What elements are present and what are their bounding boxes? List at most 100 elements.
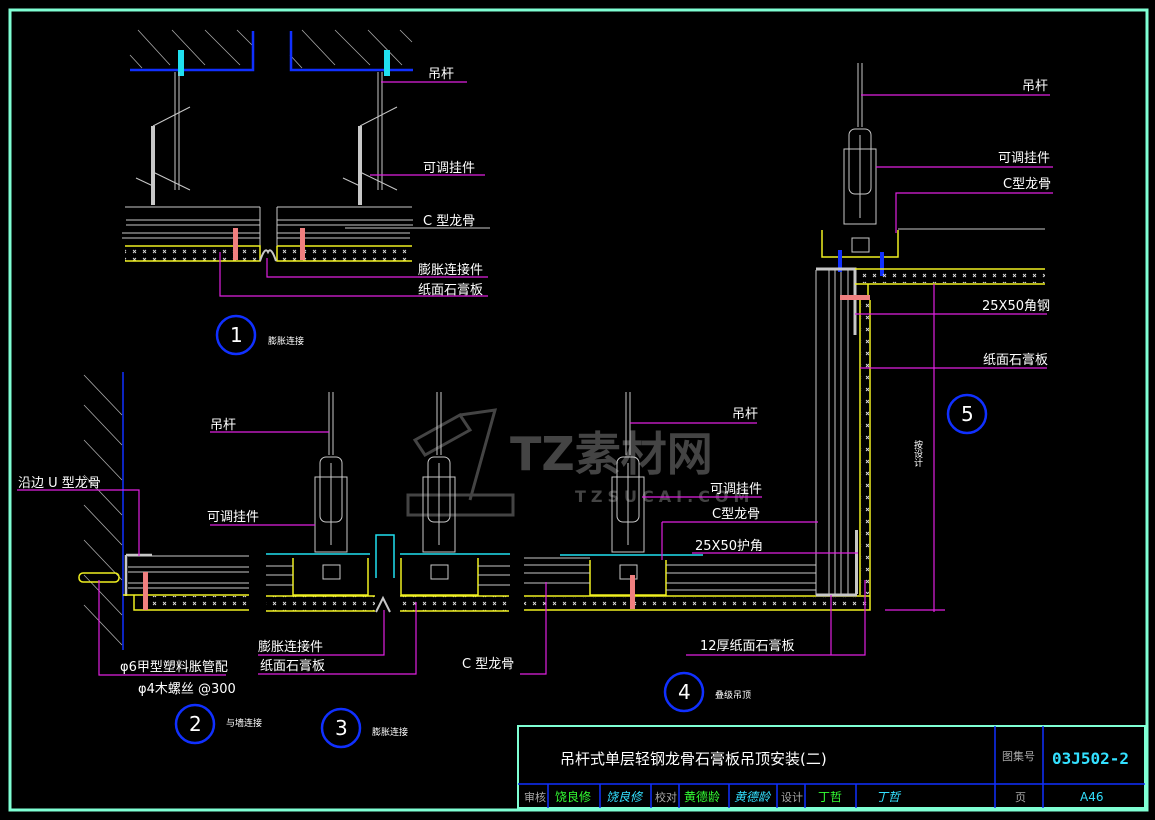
c-keel-lines — [128, 555, 249, 589]
label-adjustable-hanger: 可调挂件 — [423, 161, 475, 176]
page-label: 页 — [1015, 791, 1026, 804]
label-screw: φ4木螺丝 @300 — [138, 682, 236, 697]
gypsum-board-hatch — [400, 596, 509, 611]
label-c-keel-detail3: C 型龙骨 — [462, 657, 514, 672]
detail-3: 吊杆 可调挂件 膨胀连接件 纸面石膏板 3 膨胀连接 — [207, 392, 510, 749]
hanger-rod — [174, 72, 180, 190]
detail-marker-circle — [946, 393, 988, 435]
atlas-label: 图集号 — [1002, 749, 1035, 763]
label-hanger-rod: 吊杆 — [428, 67, 454, 82]
hanger-rod — [328, 392, 334, 455]
detail-caption: 与墙连接 — [226, 717, 262, 729]
screw-icon — [143, 572, 148, 610]
label-hanger-rod: 吊杆 — [732, 407, 758, 422]
designer-name: 丁哲 — [818, 790, 842, 804]
label-expansion-connector: 膨胀连接件 — [418, 262, 483, 278]
detail-marker-circle — [320, 707, 362, 749]
screw-icon — [630, 575, 635, 609]
detail-marker-number: 5 — [961, 402, 974, 426]
reviewer-name: 饶良修 — [555, 789, 591, 804]
detail-5: 吊杆 可调挂件 C型龙骨 25X50角钢 纸面石膏板 按设计 5 — [816, 63, 1053, 612]
gypsum-board-hatch-vertical — [861, 300, 869, 594]
c-keel — [589, 560, 667, 596]
u-keel — [124, 553, 152, 596]
c-keel — [292, 558, 369, 596]
adjustable-hanger-clip — [342, 106, 398, 191]
label-corner-guard: 25X50护角 — [695, 539, 763, 554]
adjustable-hanger — [314, 456, 456, 553]
connector-tie — [266, 534, 510, 578]
reviewer-signature: 饶良修 — [606, 790, 644, 804]
watermark-text: TZ素材网 — [510, 427, 713, 481]
adjustable-hanger — [611, 456, 645, 553]
label-hanger-rod: 吊杆 — [210, 418, 236, 433]
label-angle-steel: 25X50角钢 — [982, 299, 1050, 314]
gypsum-board-hatch — [524, 597, 870, 610]
label-anchor: φ6甲型塑料胀管配 — [120, 660, 228, 675]
review-label: 审核 — [524, 790, 546, 804]
watermark-logo-icon — [406, 408, 515, 517]
detail-marker-circle — [663, 671, 705, 713]
screw-icon — [880, 252, 884, 276]
designer-signature: 丁哲 — [876, 790, 902, 804]
detail-4: 吊杆 可调挂件 C型龙骨 25X50护角 12厚纸面石膏板 C 型龙骨 4 叠级… — [462, 270, 871, 713]
c-keel — [122, 206, 413, 258]
detail-1: 吊杆 可调挂件 C 型龙骨 膨胀连接件 纸面石膏板 1 膨胀连接 — [122, 29, 490, 356]
drawing-frame — [8, 8, 1149, 812]
label-adjustable-hanger: 可调挂件 — [998, 151, 1050, 166]
page-number: A46 — [1080, 790, 1103, 804]
keel-lines — [266, 564, 510, 586]
gypsum-board-hatch — [150, 596, 249, 610]
label-hanger-rod: 吊杆 — [1022, 79, 1048, 94]
detail-caption: 膨胀连接 — [268, 335, 304, 347]
detail-2: 沿边 U 型龙骨 φ6甲型塑料胀管配 φ4木螺丝 @300 2 与墙连接 — [17, 372, 262, 745]
check-label: 校对 — [655, 790, 677, 804]
gypsum-board — [125, 245, 412, 262]
detail-marker-number: 2 — [189, 712, 202, 736]
c-keel — [821, 230, 899, 258]
label-c-keel: C型龙骨 — [1003, 177, 1051, 192]
keel-lines — [524, 557, 816, 591]
design-label: 设计 — [781, 791, 803, 804]
anchor-bolt-icon — [178, 50, 184, 76]
label-gypsum-board: 纸面石膏板 — [983, 352, 1048, 368]
title-block: 吊杆式单层轻钢龙骨石膏板吊顶安装(二) 图集号 03J502-2 审核 饶良修 … — [517, 725, 1146, 809]
ceiling-slab-left — [129, 29, 255, 72]
expansion-connector — [375, 595, 391, 613]
checker-name: 黄德龄 — [684, 789, 720, 804]
detail-caption: 叠级吊顶 — [715, 689, 751, 701]
label-u-keel: 沿边 U 型龙骨 — [18, 476, 101, 491]
adjustable-hanger — [843, 128, 877, 225]
gypsum-board-hatch — [266, 596, 375, 611]
detail-caption: 膨胀连接 — [372, 726, 408, 738]
detail-marker-number: 1 — [230, 323, 243, 347]
label-design-dimension: 按设计 — [912, 439, 923, 468]
label-adjustable-hanger: 可调挂件 — [710, 482, 762, 497]
atlas-number: 03J502-2 — [1052, 749, 1129, 768]
label-adjustable-hanger: 可调挂件 — [207, 510, 259, 525]
label-expansion-connector: 膨胀连接件 — [258, 639, 323, 655]
screw-icon — [300, 228, 305, 260]
screw-icon — [838, 250, 842, 272]
ceiling-slab-right — [289, 29, 413, 72]
label-gypsum-board: 纸面石膏板 — [260, 658, 325, 674]
label-board-12: 12厚纸面石膏板 — [700, 638, 795, 654]
corner-guard — [855, 530, 858, 594]
wall — [83, 372, 124, 650]
detail-marker-number: 3 — [335, 716, 348, 740]
detail-marker-number: 4 — [678, 680, 691, 704]
hanger-rod — [436, 392, 442, 455]
detail-marker-circle — [215, 314, 257, 356]
anchor-bolt-icon — [384, 50, 390, 76]
screw-icon — [233, 228, 238, 260]
label-gypsum-board: 纸面石膏板 — [418, 282, 483, 298]
adjustable-hanger-clip — [135, 106, 191, 191]
label-c-keel: C 型龙骨 — [423, 214, 475, 229]
drawing-title: 吊杆式单层轻钢龙骨石膏板吊顶安装(二) — [560, 750, 827, 768]
watermark: TZ素材网 TZSUCAI.COM — [406, 408, 749, 517]
label-c-keel: C型龙骨 — [712, 507, 760, 522]
hanger-rod — [377, 72, 383, 190]
c-keel — [400, 558, 479, 596]
checker-signature: 黄德龄 — [734, 790, 772, 804]
vertical-board-stack — [815, 270, 857, 597]
